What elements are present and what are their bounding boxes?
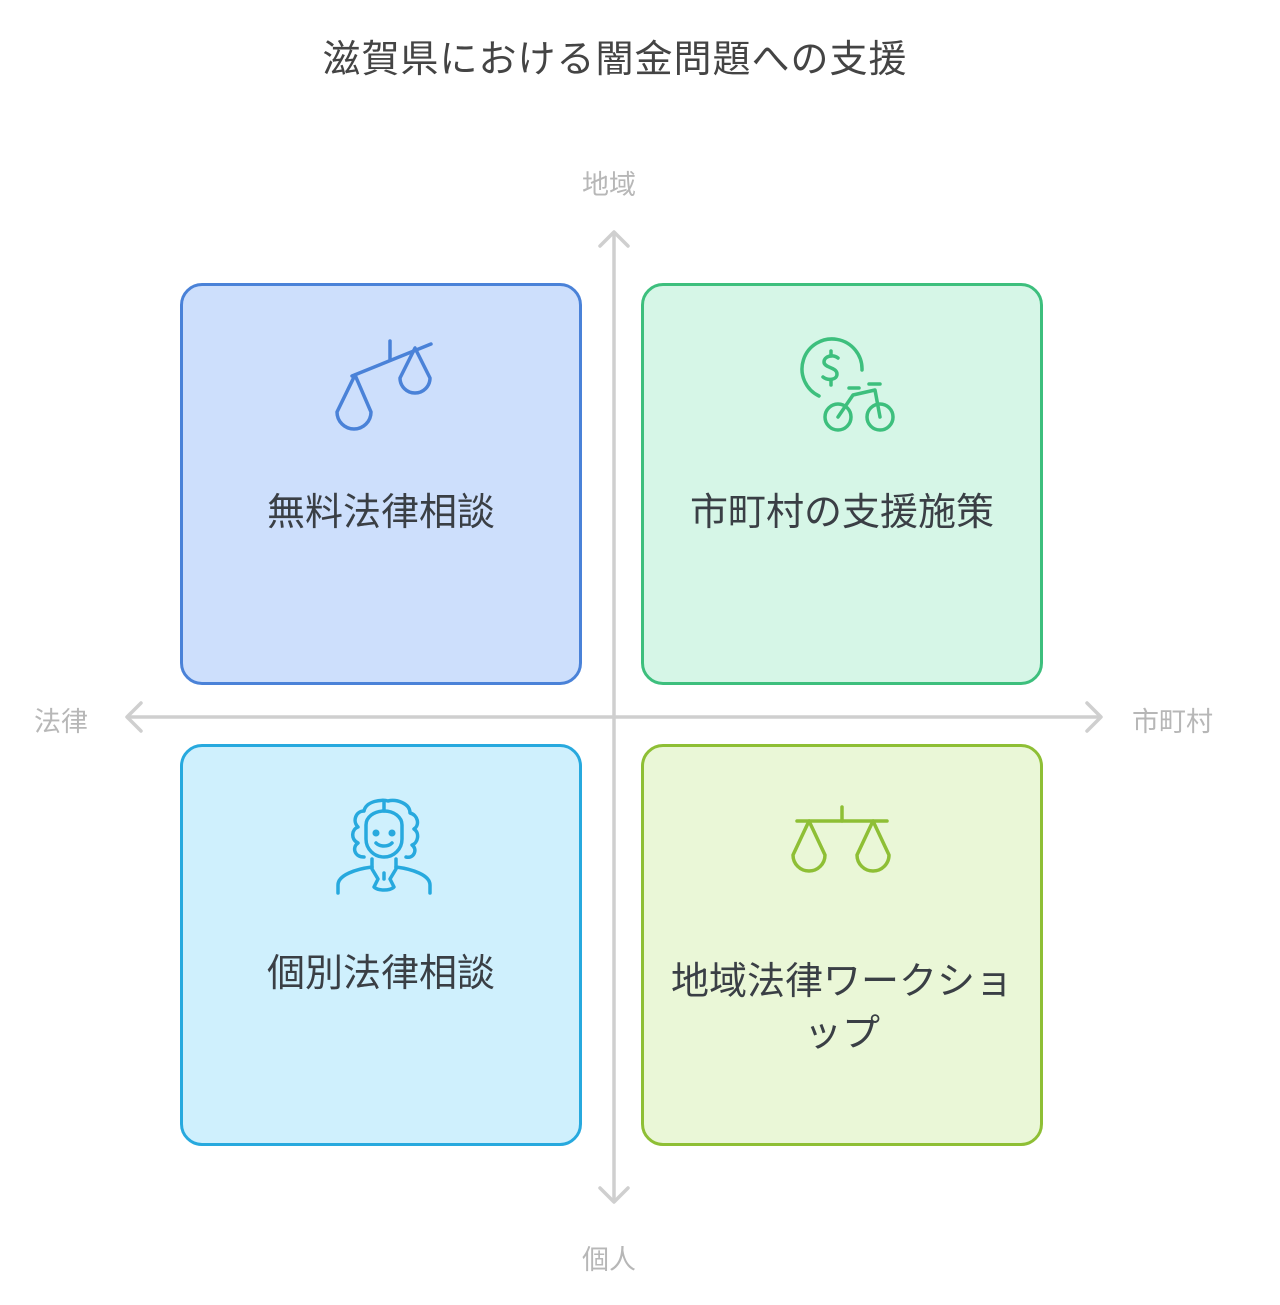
money-bicycle-icon xyxy=(800,337,895,432)
quadrant-free-legal-consultation: 無料法律相談 xyxy=(180,283,582,685)
axis-label-right: 市町村 xyxy=(1132,707,1213,738)
quadrant-label: 無料法律相談 xyxy=(266,490,495,534)
quadrant-individual-legal-consultation: 個別法律相談 xyxy=(180,744,582,1146)
axis-label-bottom: 個人 xyxy=(582,1245,636,1276)
quadrant-label: 個別法律相談 xyxy=(266,951,495,995)
page-title: 滋賀県における闇金問題への支援 xyxy=(322,37,908,81)
arrow-left-icon xyxy=(125,701,143,733)
axis-label-left: 法律 xyxy=(34,707,88,738)
quadrant-community-legal-workshop: 地域法律ワークショップ xyxy=(641,744,1043,1146)
scales-balanced-icon xyxy=(791,805,891,873)
arrow-up-icon xyxy=(598,230,630,248)
arrow-right-icon xyxy=(1085,701,1103,733)
judge-icon xyxy=(336,798,432,895)
scales-tilted-icon xyxy=(335,339,433,431)
quadrant-label: 地域法律ワークショップ xyxy=(670,959,1013,1055)
arrow-down-icon xyxy=(598,1186,630,1204)
quadrant-municipal-support: 市町村の支援施策 xyxy=(641,283,1043,685)
axis-label-top: 地域 xyxy=(582,170,636,201)
quadrant-label: 市町村の支援施策 xyxy=(689,490,994,534)
